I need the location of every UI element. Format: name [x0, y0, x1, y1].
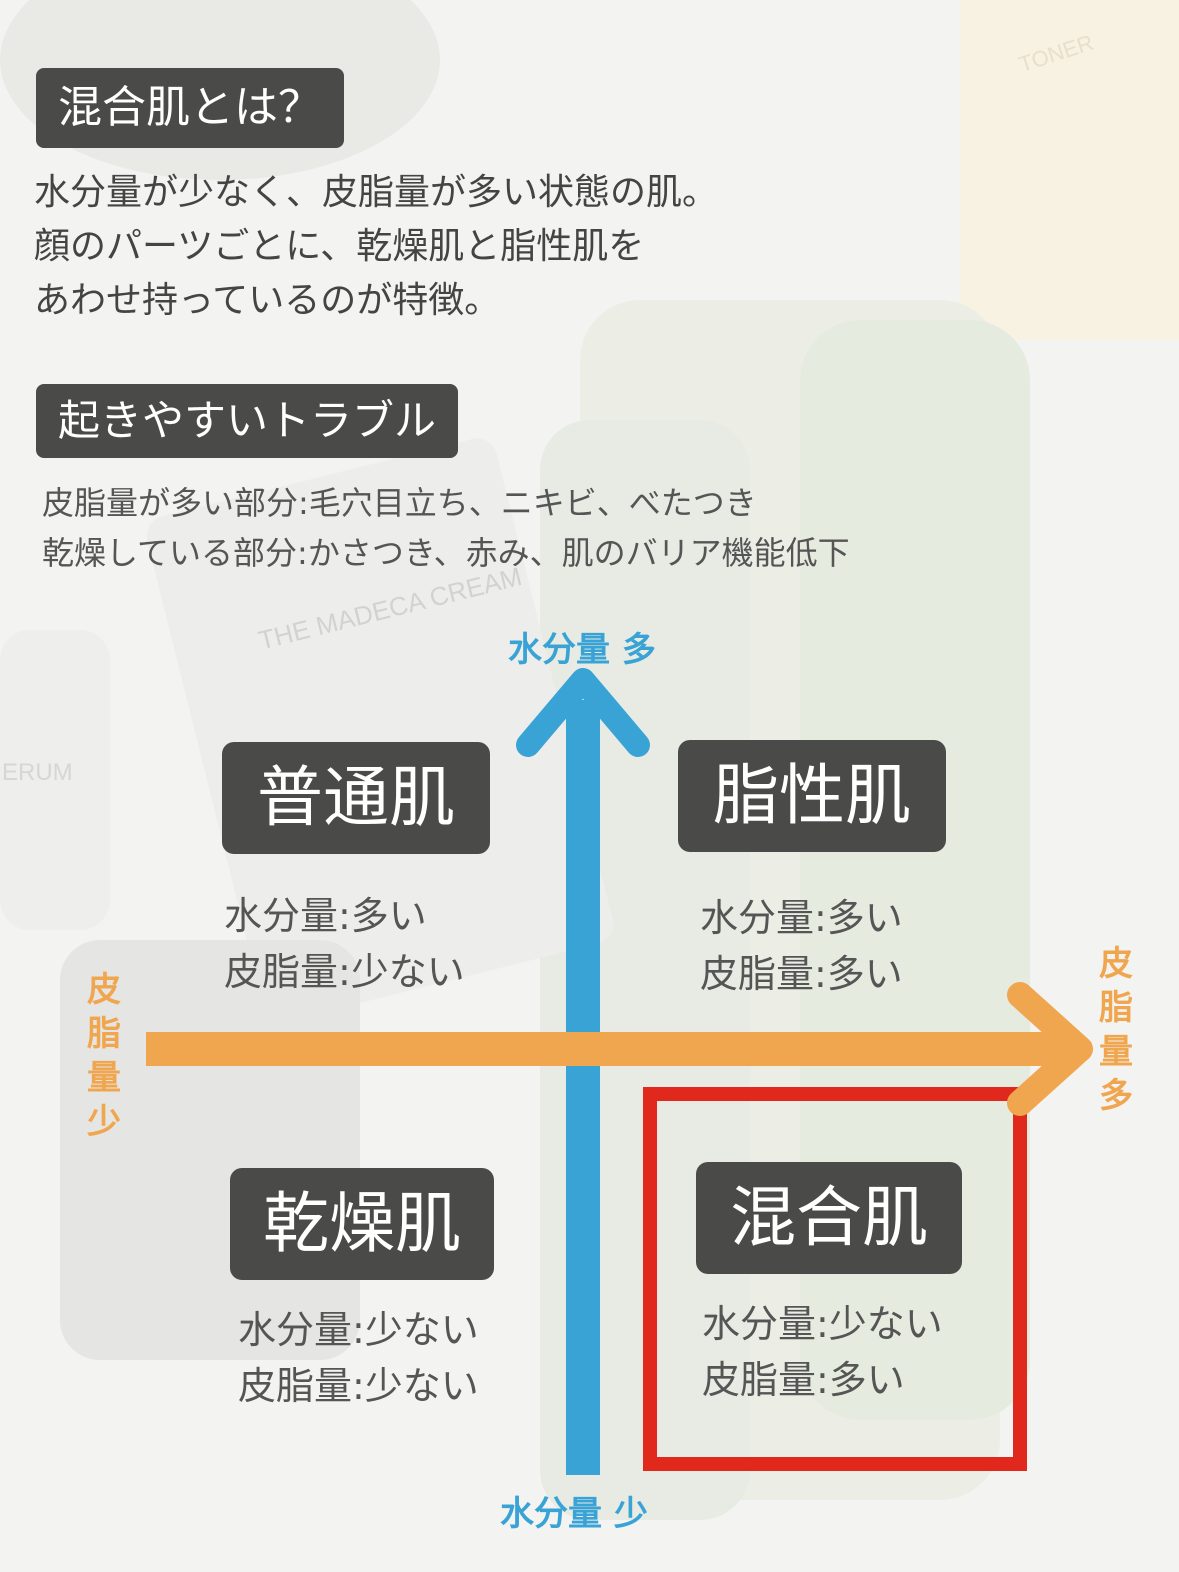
quadrant-desc-combination: 水分量:少ない 皮脂量:多い [702, 1296, 943, 1408]
oily-moisture: 水分量:多い [700, 896, 903, 940]
quadrant-title-combination: 混合肌 [696, 1162, 962, 1274]
dry-sebum: 皮脂量:少ない [238, 1364, 479, 1408]
section-heading-what-is-combination: 混合肌とは？ [36, 68, 344, 148]
axis-label-sebum-low: 皮脂量少 [87, 970, 121, 1142]
trouble-dry-parts: 乾燥している部分:かさつき、赤み、肌のバリア機能低下 [42, 534, 850, 572]
quadrant-desc-normal: 水分量:多い 皮脂量:少ない [224, 888, 465, 1000]
definition-line-3: あわせ持っているのが特徴。 [34, 280, 501, 321]
trouble-oily-parts: 皮脂量が多い部分:毛穴目立ち、ニキビ、べたつき [42, 484, 757, 522]
dry-moisture: 水分量:少ない [238, 1308, 479, 1352]
section-heading-troubles: 起きやすいトラブル [36, 384, 459, 458]
axis-label-moisture-low: 水分量 少 [500, 1494, 648, 1534]
quadrant-title-oily: 脂性肌 [678, 740, 946, 852]
axis-label-moisture-high: 水分量 多 [508, 630, 656, 670]
combination-sebum: 皮脂量:多い [702, 1358, 905, 1402]
normal-moisture: 水分量:多い [224, 894, 427, 938]
definition-line-1: 水分量が少なく、皮脂量が多い状態の肌。 [27, 166, 719, 220]
axis-label-sebum-high: 皮脂量多 [1099, 944, 1133, 1116]
quadrant-desc-oily: 水分量:多い 皮脂量:多い [700, 890, 903, 1002]
quadrant-title-normal: 普通肌 [222, 742, 490, 854]
combination-moisture: 水分量:少ない [702, 1302, 943, 1346]
definition-highlight: 水分量が少なく、皮脂量が多い [27, 166, 543, 220]
definition-text: 水分量が少なく、皮脂量が多い状態の肌。 顔のパーツごとに、乾燥肌と脂性肌を あわ… [27, 166, 719, 328]
quadrant-title-dry: 乾燥肌 [230, 1168, 494, 1280]
definition-line-1-rest: 状態の肌。 [538, 172, 719, 213]
oily-sebum: 皮脂量:多い [700, 952, 903, 996]
quadrant-desc-dry: 水分量:少ない 皮脂量:少ない [238, 1302, 479, 1414]
normal-sebum: 皮脂量:少ない [224, 950, 465, 994]
bg-text-erum: ERUM [2, 759, 73, 786]
definition-line-2: 顔のパーツごとに、乾燥肌と脂性肌を [34, 226, 645, 267]
troubles-text: 皮脂量が多い部分:毛穴目立ち、ニキビ、べたつき 乾燥している部分:かさつき、赤み… [42, 478, 850, 578]
